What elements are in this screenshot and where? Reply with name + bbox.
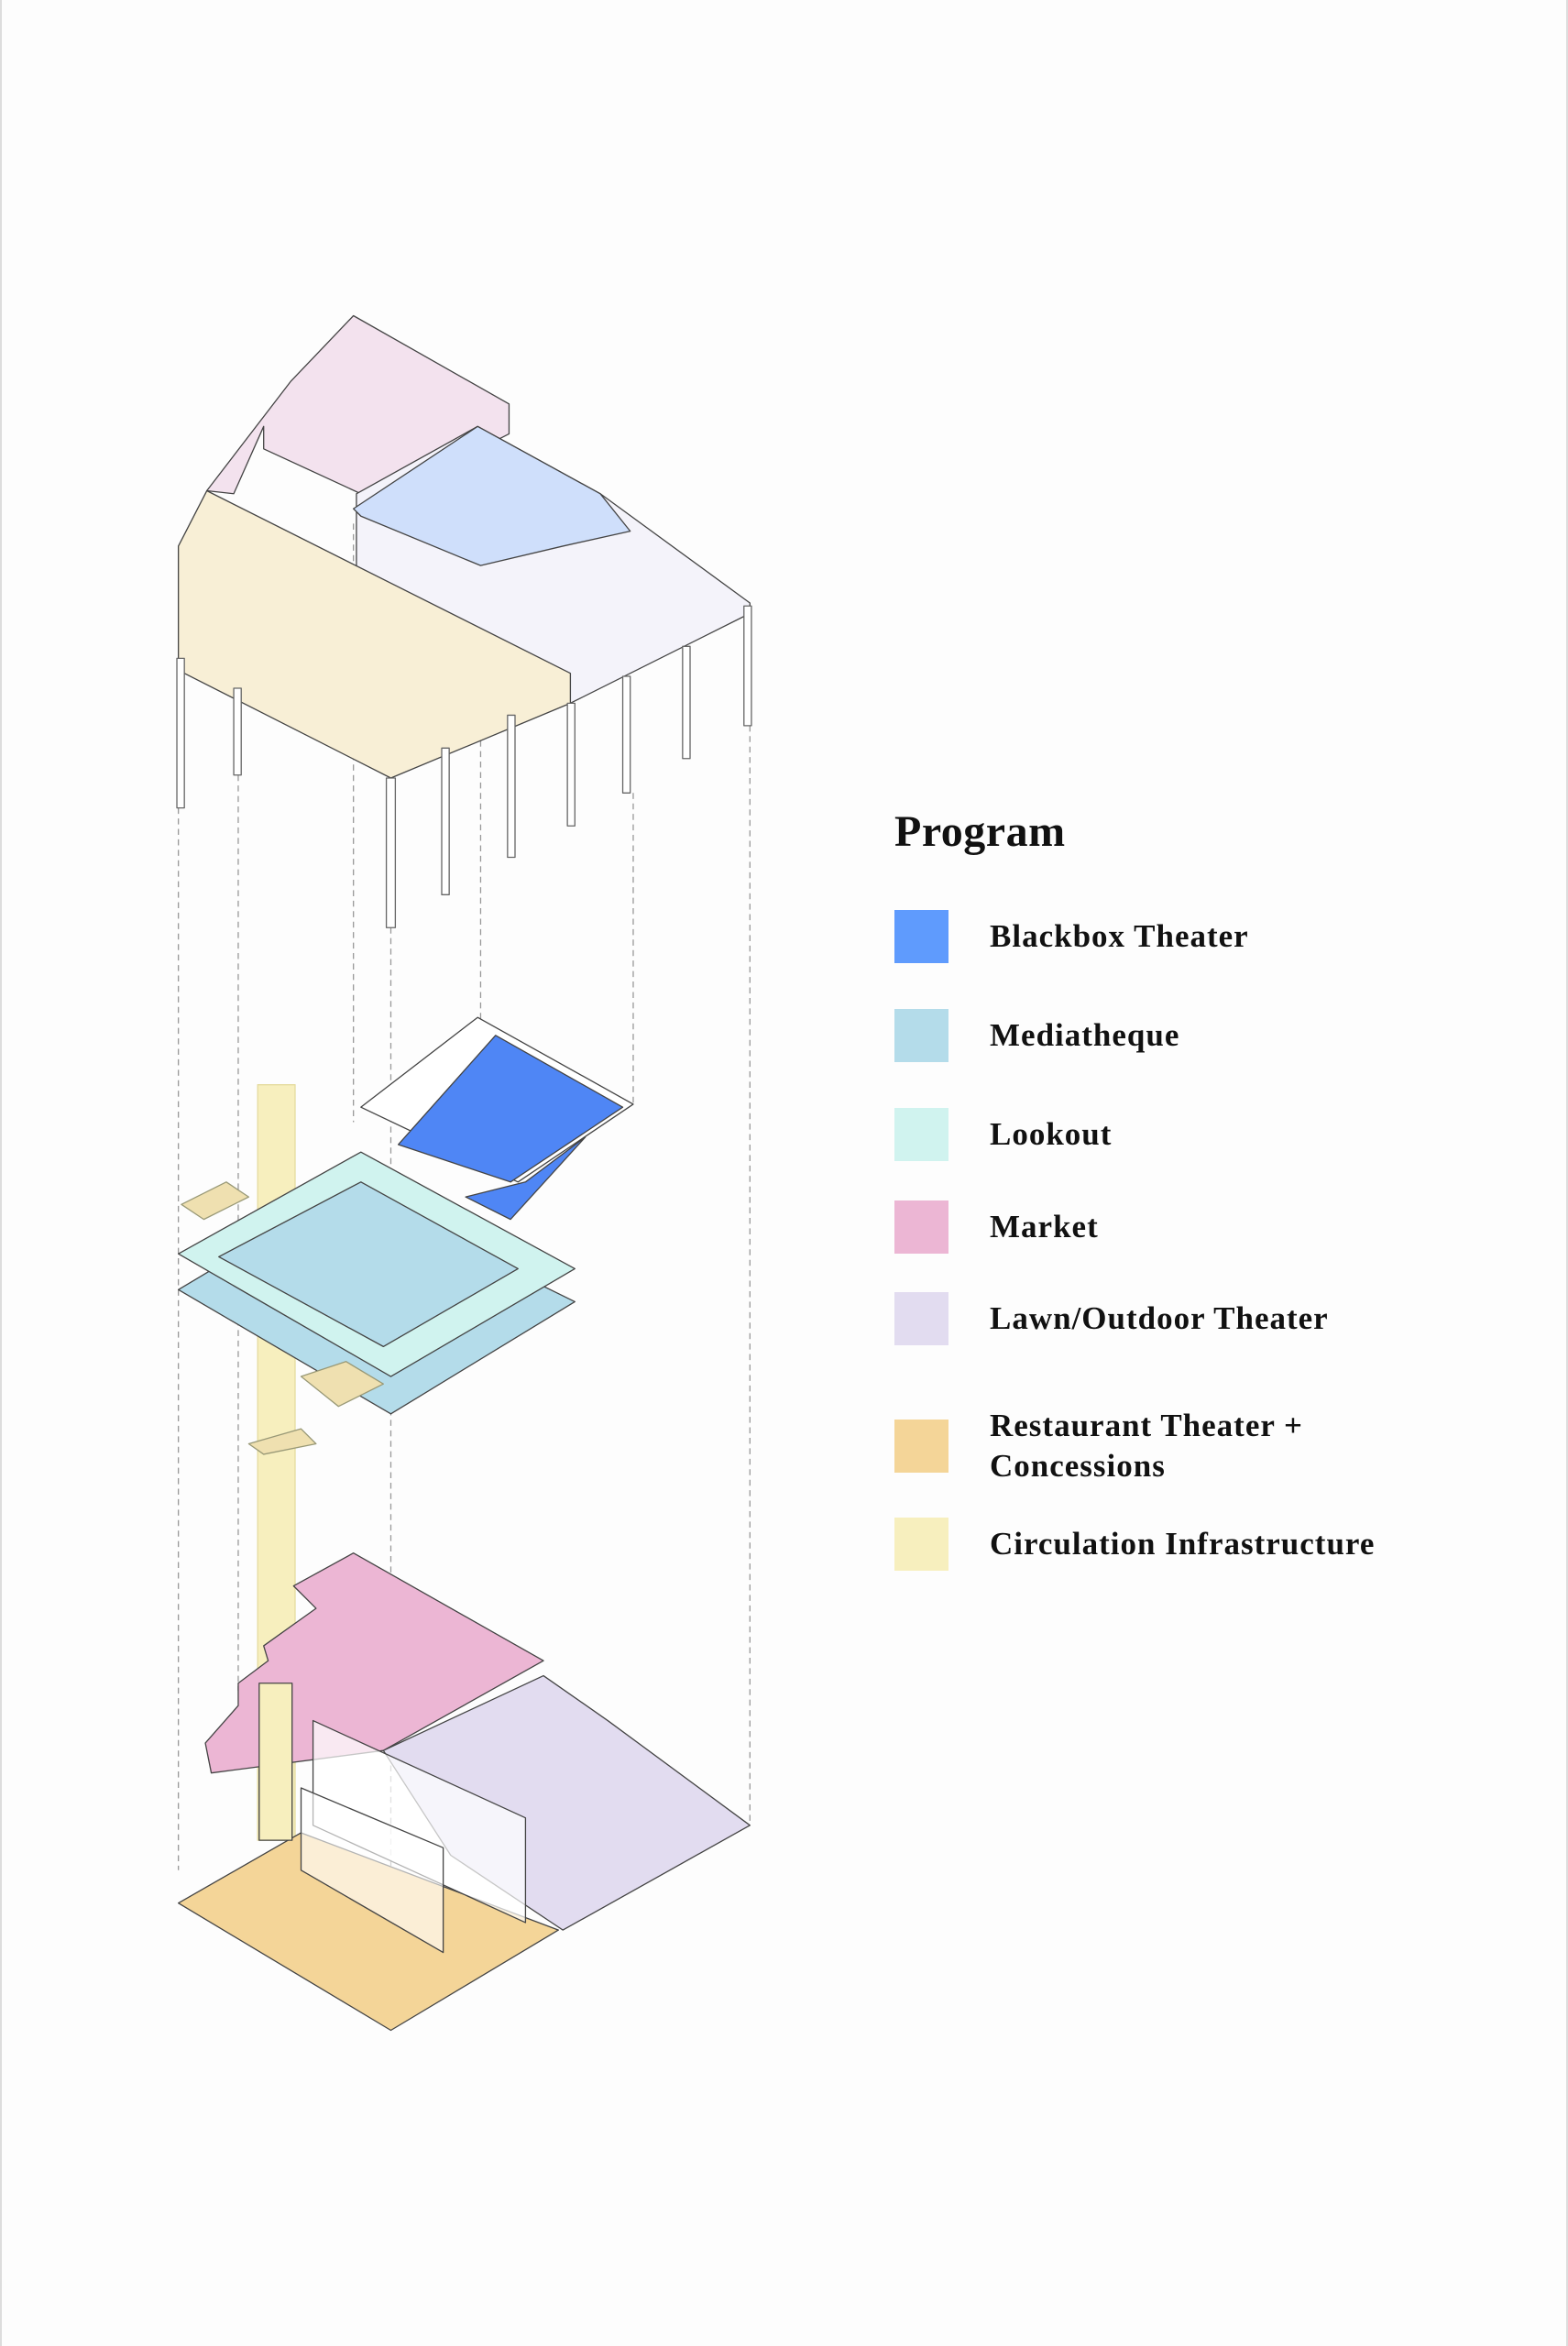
legend-item-market: Market bbox=[894, 1200, 1536, 1254]
legend-item-lookout: Lookout bbox=[894, 1108, 1536, 1161]
ground-level bbox=[177, 1552, 751, 2032]
swatch-lookout bbox=[894, 1108, 948, 1161]
lookout-void bbox=[218, 1181, 519, 1348]
program-legend: Program Blackbox Theater Mediatheque Loo… bbox=[894, 806, 1374, 1571]
legend-label: Mediatheque bbox=[990, 1017, 1180, 1053]
blackbox-roof bbox=[353, 425, 631, 566]
legend-label: Lookout bbox=[990, 1116, 1113, 1152]
legend-item-restaurant: Restaurant Theater + Concessions bbox=[894, 1406, 1536, 1486]
roof-columns bbox=[176, 605, 752, 928]
screen-wall-lower bbox=[300, 1787, 444, 1954]
swatch-restaurant bbox=[894, 1420, 948, 1473]
swatch-blackbox-theater bbox=[894, 910, 948, 963]
legend-label: Blackbox Theater bbox=[990, 918, 1249, 954]
blackbox-seating bbox=[465, 1136, 587, 1221]
screen-wall bbox=[312, 1719, 527, 1924]
legend-item-circulation: Circulation Infrastructure bbox=[894, 1518, 1536, 1571]
circulation-core-base bbox=[258, 1683, 293, 1841]
swatch-mediatheque bbox=[894, 1009, 948, 1062]
swatch-market bbox=[894, 1200, 948, 1254]
legend-item-mediatheque: Mediatheque bbox=[894, 1009, 1536, 1062]
swatch-circulation bbox=[894, 1518, 948, 1571]
legend-title: Program bbox=[894, 807, 1066, 856]
legend-label: Circulation Infrastructure bbox=[990, 1526, 1376, 1562]
legend-item-blackbox-theater: Blackbox Theater bbox=[894, 910, 1536, 963]
roof-level bbox=[176, 314, 752, 928]
stairs bbox=[181, 1181, 384, 1455]
legend-label: Market bbox=[990, 1209, 1099, 1244]
blackbox-theater bbox=[397, 1035, 624, 1183]
restaurant-theater bbox=[177, 1832, 559, 2032]
legend-label: Restaurant Theater + Concessions bbox=[990, 1408, 1303, 1484]
legend-label: Lawn/Outdoor Theater bbox=[990, 1300, 1329, 1336]
swatch-lawn bbox=[894, 1292, 948, 1345]
legend-item-lawn: Lawn/Outdoor Theater bbox=[894, 1292, 1536, 1345]
